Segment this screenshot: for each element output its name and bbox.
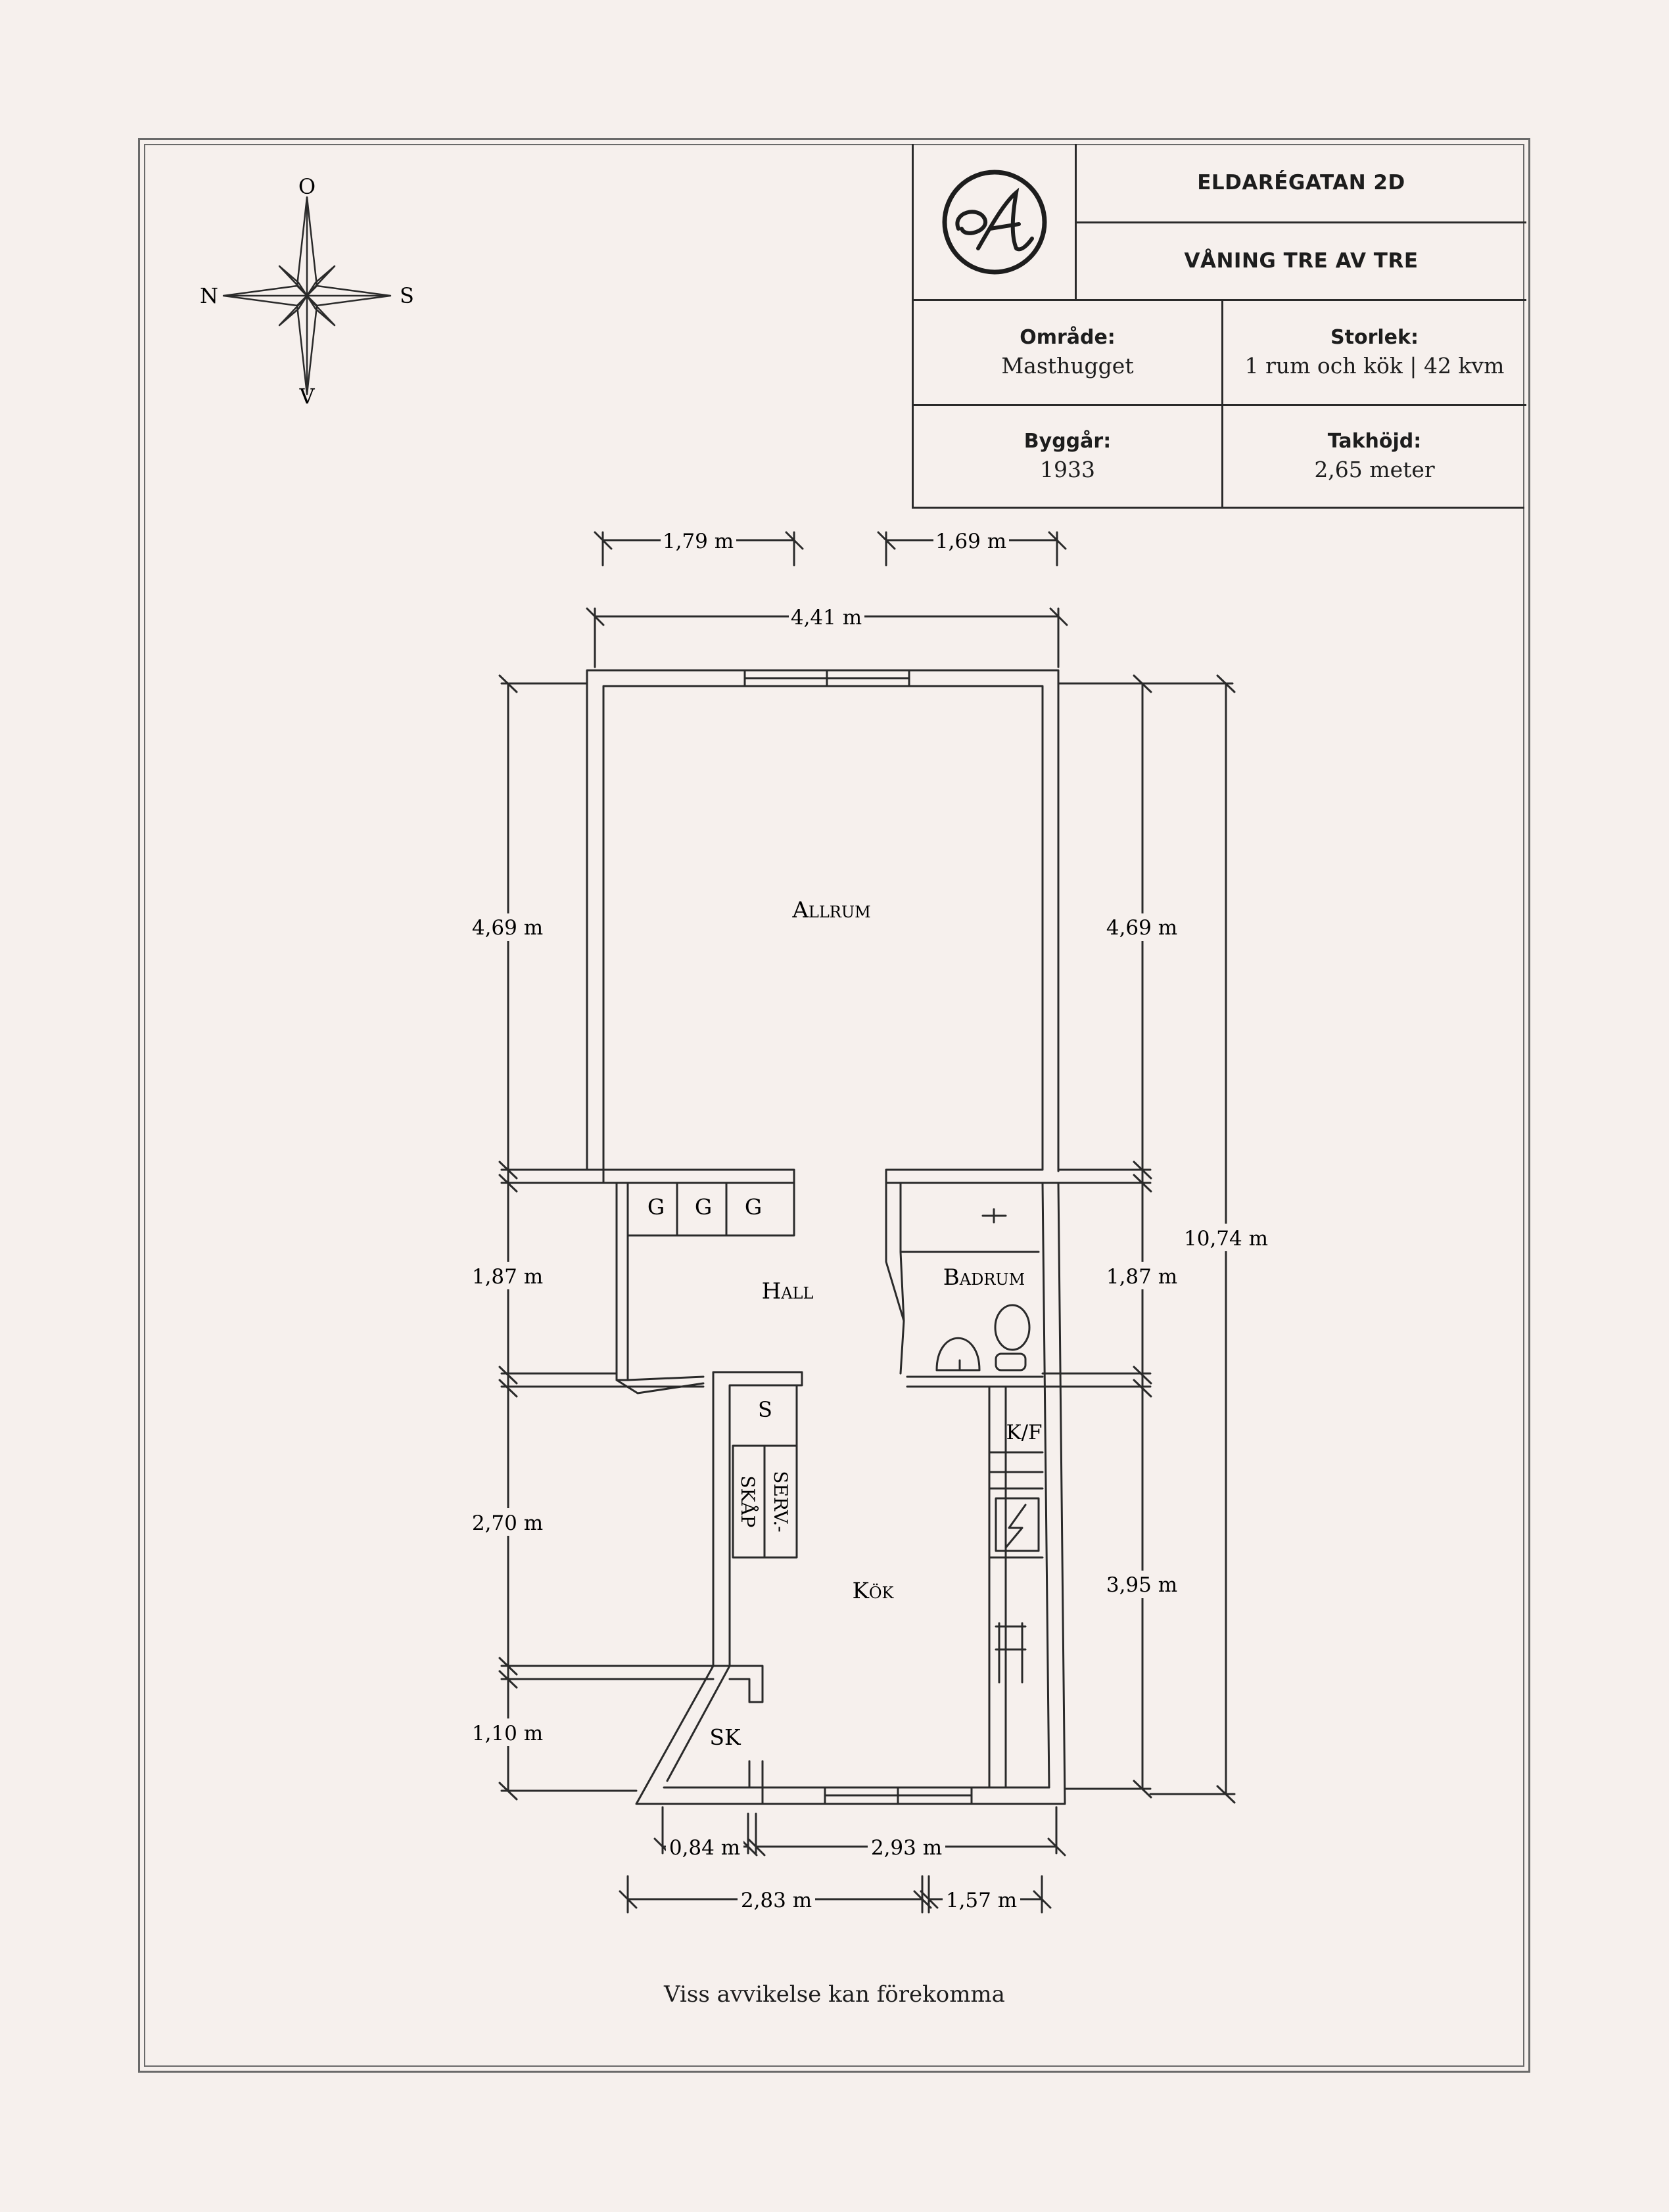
dim-right-allrum: 4,69 m	[1106, 916, 1177, 940]
closet-g-1: G	[647, 1194, 665, 1220]
room-allrum: Allrum	[791, 897, 870, 923]
size-cell: Storlek: 1 rum och kök | 42 kvm	[1223, 300, 1526, 404]
area-cell: Område: Masthugget	[914, 300, 1221, 404]
room-sk: SK	[709, 1724, 741, 1750]
dim-top-total: 4,41 m	[791, 606, 862, 630]
height-value: 2,65 meter	[1314, 457, 1435, 482]
dim-top-right: 1,69 m	[935, 530, 1006, 553]
logo-icon	[942, 170, 1046, 275]
compass-left: N	[200, 283, 218, 308]
dim-left-hall: 1,87 m	[472, 1265, 543, 1289]
size-label: Storlek:	[1330, 326, 1419, 349]
dim-total-height: 10,74 m	[1184, 1227, 1268, 1251]
dim-right-kok: 3,95 m	[1106, 1573, 1177, 1597]
compass-bottom: V	[298, 384, 315, 409]
compass-top: Ö	[298, 177, 316, 199]
dim-left-allrum: 4,69 m	[472, 916, 543, 940]
dim-right-badrum: 1,87 m	[1106, 1265, 1177, 1289]
dim-bottom-right: 1,57 m	[946, 1889, 1017, 1912]
dim-left-sk: 1,10 m	[472, 1722, 543, 1745]
cabinet-s: S	[758, 1397, 772, 1422]
closet-g-2: G	[695, 1194, 712, 1220]
year-value: 1933	[1040, 457, 1095, 482]
title-block: ELDARÉGATAN 2D VÅNING TRE AV TRE Område:…	[912, 144, 1526, 509]
serv-skap-line-2: SKÅP	[737, 1475, 759, 1527]
compass-right: S	[400, 283, 414, 308]
dim-left-kok: 2,70 m	[472, 1511, 543, 1535]
brand-logo	[914, 144, 1075, 300]
disclaimer: Viss avvikelse kan förekomma	[664, 1981, 1005, 2008]
closet-g-3: G	[745, 1194, 762, 1220]
year-cell: Byggår: 1933	[914, 405, 1221, 507]
room-badrum: Badrum	[943, 1264, 1025, 1291]
height-cell: Takhöjd: 2,65 meter	[1223, 405, 1526, 507]
floor-title: VÅNING TRE AV TRE	[1184, 249, 1419, 273]
room-kok: Kök	[852, 1578, 894, 1604]
area-value: Masthugget	[1001, 353, 1134, 379]
dim-bottom-kok: 2,93 m	[871, 1836, 942, 1860]
dim-bottom-sk: 0,84 m	[669, 1836, 740, 1860]
inner-frame	[144, 144, 1524, 2067]
serv-skap-line-1: SERV.-	[770, 1471, 791, 1532]
size-value: 1 rum och kök | 42 kvm	[1244, 353, 1505, 379]
room-hall: Hall	[762, 1278, 814, 1304]
address-title: ELDARÉGATAN 2D	[1197, 171, 1405, 195]
dim-bottom-left: 2,83 m	[741, 1889, 812, 1912]
area-label: Område:	[1020, 326, 1116, 349]
height-label: Takhöjd:	[1327, 430, 1422, 453]
year-label: Byggår:	[1023, 430, 1112, 453]
outer-frame	[138, 138, 1530, 2073]
compass-rose: Ö N S V	[200, 177, 414, 409]
dim-top-left: 1,79 m	[663, 530, 734, 553]
fridge-kf: K/F	[1006, 1421, 1042, 1444]
